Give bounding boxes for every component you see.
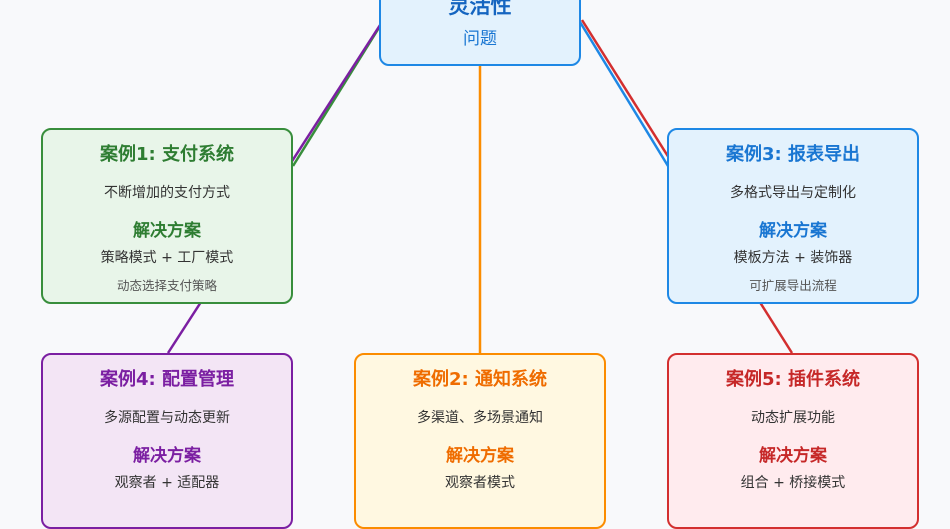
root-title: 灵活性 xyxy=(448,0,512,18)
case5-title: 案例5: 插件系统 xyxy=(726,369,860,390)
case3-card: 案例3: 报表导出 多格式导出与定制化 解决方案 模板方法 + 装饰器 可扩展导… xyxy=(667,128,919,304)
case4-problem: 多源配置与动态更新 xyxy=(104,410,230,426)
case3-problem: 多格式导出与定制化 xyxy=(730,185,856,201)
case2-card: 案例2: 通知系统 多渠道、多场景通知 解决方案 观察者模式 xyxy=(354,353,606,529)
case2-solution-heading: 解决方案 xyxy=(446,446,514,466)
case5-card: 案例5: 插件系统 动态扩展功能 解决方案 组合 + 桥接模式 xyxy=(667,353,919,529)
case5-solution: 组合 + 桥接模式 xyxy=(740,475,846,491)
case5-solution-heading: 解决方案 xyxy=(759,446,827,466)
case5-problem: 动态扩展功能 xyxy=(751,410,835,426)
case4-title: 案例4: 配置管理 xyxy=(100,369,234,390)
case4-solution-heading: 解决方案 xyxy=(133,446,201,466)
case1-problem: 不断增加的支付方式 xyxy=(104,185,230,201)
case1-solution: 策略模式 + 工厂模式 xyxy=(100,250,234,266)
case4-card: 案例4: 配置管理 多源配置与动态更新 解决方案 观察者 + 适配器 xyxy=(41,353,293,529)
case4-solution: 观察者 + 适配器 xyxy=(114,475,220,491)
case2-solution: 观察者模式 xyxy=(445,475,515,491)
root-subtitle: 问题 xyxy=(463,29,497,49)
case3-solution-heading: 解决方案 xyxy=(759,221,827,241)
case2-title: 案例2: 通知系统 xyxy=(413,369,547,390)
case2-problem: 多渠道、多场景通知 xyxy=(417,410,543,426)
case3-note: 可扩展导出流程 xyxy=(749,278,837,293)
case1-card: 案例1: 支付系统 不断增加的支付方式 解决方案 策略模式 + 工厂模式 动态选… xyxy=(41,128,293,304)
case1-note: 动态选择支付策略 xyxy=(116,278,217,293)
case3-solution: 模板方法 + 装饰器 xyxy=(733,250,853,266)
case3-title: 案例3: 报表导出 xyxy=(726,144,860,165)
case1-title: 案例1: 支付系统 xyxy=(100,144,234,165)
connector-case3 xyxy=(578,21,670,167)
root-node: 灵活性 问题 xyxy=(379,0,581,66)
case1-solution-heading: 解决方案 xyxy=(133,221,201,241)
